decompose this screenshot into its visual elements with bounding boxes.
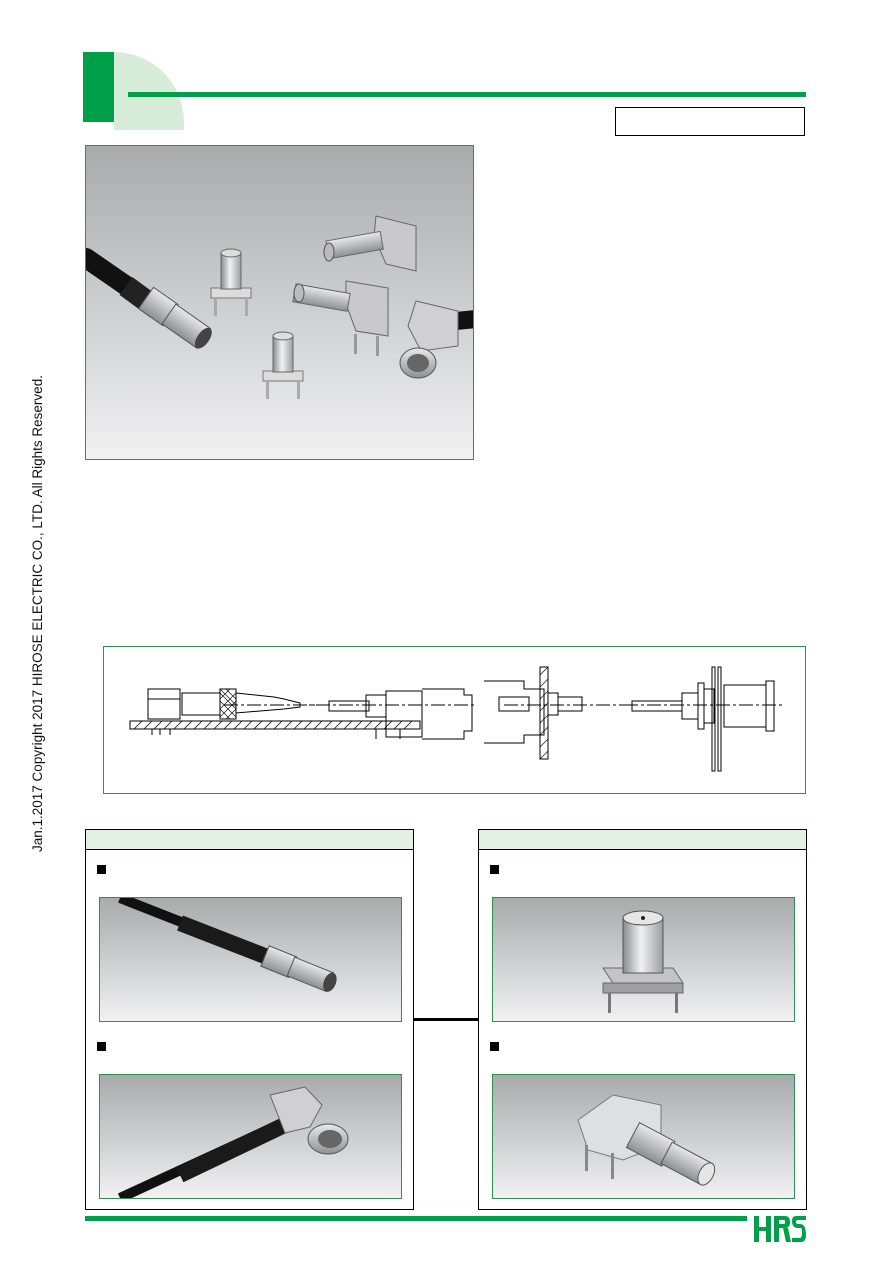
header-rule [128,92,806,97]
mating-connector-line [414,1018,478,1021]
hrs-logo [752,1207,808,1245]
bullet-icon [490,1042,499,1051]
mating-diagram [103,646,806,794]
right-angle-plug-photo [99,1074,402,1199]
box-title [86,830,413,850]
plug-series-box [85,829,414,1210]
product-photo [85,145,474,460]
copyright-notice: Jan.1.2017 Copyright 2017 HIROSE ELECTRI… [30,375,45,852]
bullet-icon [97,1042,106,1051]
header-part-box [615,107,805,136]
right-angle-jack-photo [492,1074,795,1199]
bullet-icon [490,865,499,874]
vertical-jack-photo [492,897,795,1022]
bullet-icon [97,865,106,874]
box-title [479,830,806,850]
header-decoration-block [83,52,114,122]
pcb-jack-upper [210,248,252,316]
straight-plug-photo [99,897,402,1022]
header-decoration-light [114,52,184,130]
jack-series-box [478,829,807,1210]
footer-rule [85,1216,747,1221]
